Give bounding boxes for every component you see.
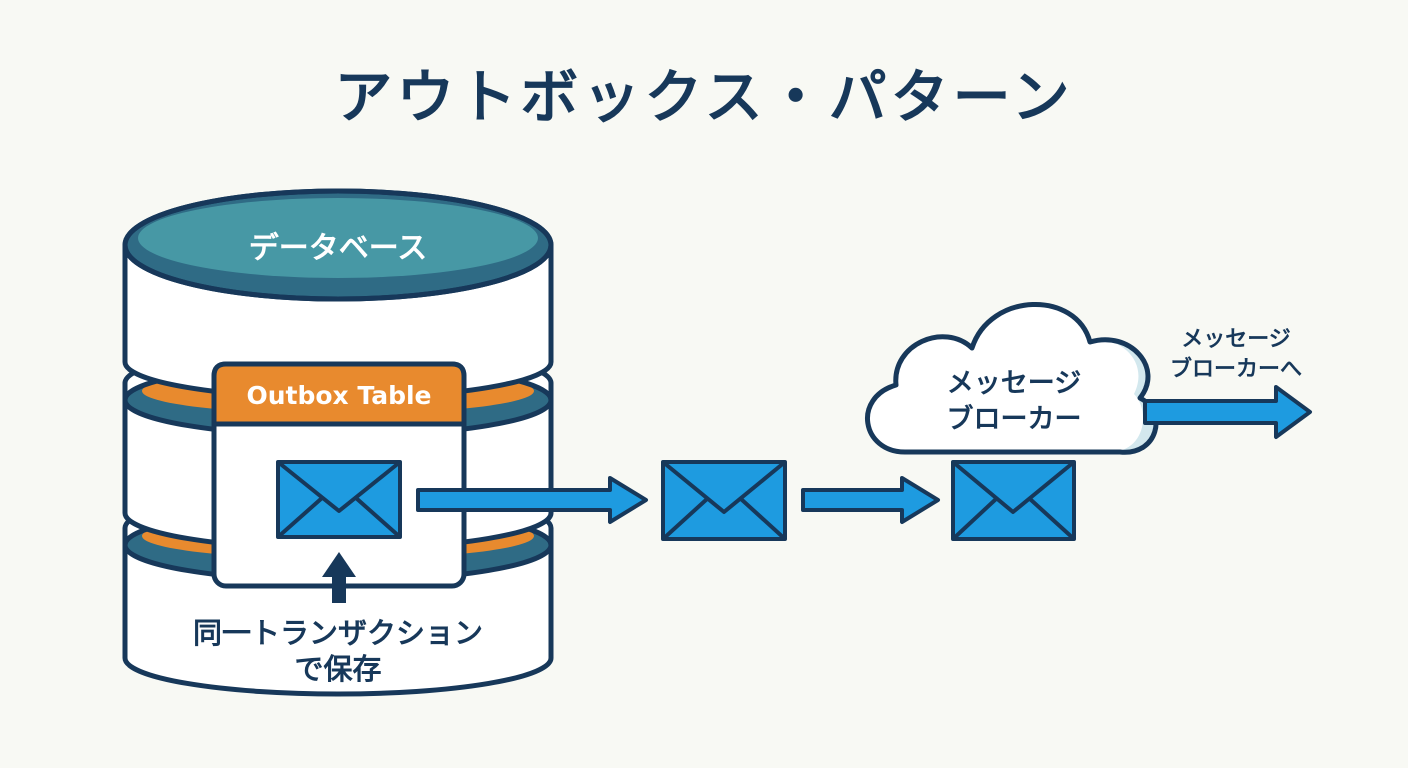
- arrow-icon: [801, 476, 940, 524]
- envelope-icon: [661, 460, 787, 541]
- transaction-caption-line1: 同一トランザクション: [193, 616, 483, 650]
- database-label: データベース: [249, 231, 428, 266]
- broker-label-line1: メッセージ: [947, 368, 1081, 399]
- up-arrow-icon: [322, 552, 356, 603]
- arrow-icon: [1143, 385, 1312, 439]
- outbox-table-label: Outbox Table: [246, 381, 431, 410]
- arrow-icon: [416, 476, 648, 524]
- envelope-icon: [951, 460, 1076, 541]
- destination-label-line2: ブローカーへ: [1170, 356, 1302, 382]
- destination-label-line1: メッセージ: [1181, 327, 1291, 352]
- envelope-icon: [276, 460, 402, 539]
- page-title: アウトボックス・パターン: [334, 63, 1074, 131]
- transaction-caption-line2: で保存: [294, 652, 381, 686]
- broker-label-line2: ブローカー: [947, 403, 1082, 435]
